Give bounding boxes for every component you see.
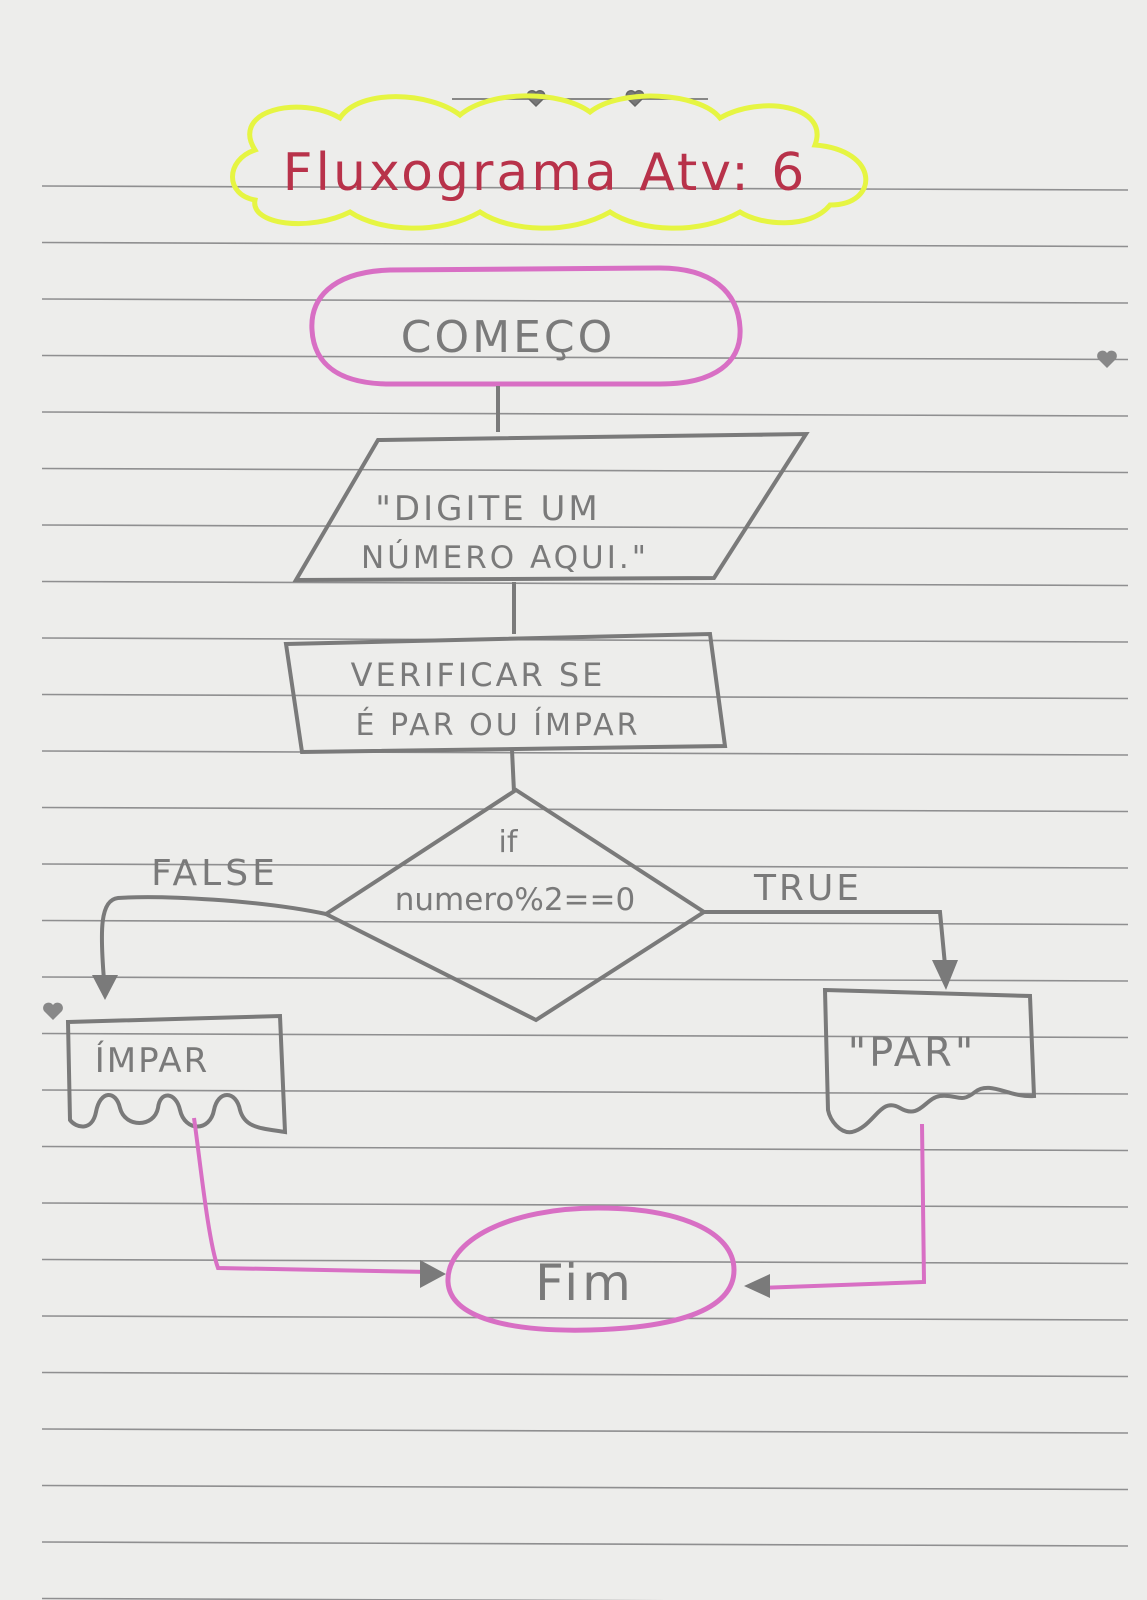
- ruled-line: [41, 1145, 1129, 1152]
- ruled-lines: [41, 185, 1129, 1600]
- output-par-document: [822, 987, 1037, 1135]
- connector-false: [99, 895, 327, 981]
- arrowhead-false: [92, 975, 118, 1000]
- ruled-line: [41, 354, 1129, 361]
- ruled-line: [41, 693, 1129, 700]
- input-label-line2: NÚMERO AQUI.": [361, 539, 649, 576]
- connector-par-end: [759, 1123, 927, 1290]
- arrowhead-par-end: [744, 1274, 770, 1298]
- ruled-line: [41, 524, 1129, 530]
- ruled-line: [41, 863, 1129, 869]
- decision-label-line2: numero%2==0: [395, 882, 635, 918]
- end-terminator: [445, 1205, 737, 1333]
- ruled-line: [41, 1089, 1129, 1095]
- ruled-line: [41, 241, 1129, 248]
- ruled-line: [41, 1315, 1129, 1321]
- connector-impar-end: [192, 1117, 431, 1274]
- connector-true: [704, 910, 947, 966]
- process-label-line1: VERIFICAR SE: [351, 656, 606, 694]
- decision-label-line1: if: [499, 825, 519, 860]
- ruled-line: [41, 1371, 1129, 1378]
- heart-icon: [1097, 350, 1117, 368]
- decision-diamond: [322, 787, 708, 1023]
- ruled-line: [41, 411, 1129, 417]
- end-label: Fim: [535, 1254, 635, 1312]
- start-terminator: [309, 265, 743, 387]
- input-label-line1: "DIGITE UM: [375, 489, 601, 529]
- ruled-line: [41, 637, 1129, 643]
- input-parallelogram: [292, 431, 810, 583]
- heart-icon: [43, 1002, 63, 1020]
- title-cloud: [230, 93, 869, 231]
- title-text: Fluxograma Atv: 6: [283, 143, 808, 203]
- output-impar-document: [65, 1013, 288, 1135]
- ruled-line: [41, 1541, 1129, 1547]
- ruled-line: [41, 1428, 1129, 1434]
- process-label-line2: É PAR OU ÍMPAR: [356, 707, 641, 743]
- ruled-line: [41, 1484, 1129, 1491]
- process-rectangle: [283, 631, 728, 755]
- false-label: FALSE: [151, 853, 279, 894]
- ruled-line: [41, 1597, 667, 1600]
- arrowhead-true: [932, 960, 958, 990]
- ruled-line: [41, 467, 1129, 474]
- ruled-line: [41, 298, 1129, 304]
- ruled-line: [41, 580, 1129, 587]
- start-label: COMEÇO: [401, 312, 615, 363]
- arrowhead-impar-end: [420, 1260, 446, 1288]
- ruled-line: [41, 806, 1129, 813]
- ruled-line: [41, 919, 1129, 926]
- connector-process-decision: [510, 749, 516, 793]
- ruled-line: [41, 1032, 1129, 1039]
- true-label: TRUE: [753, 868, 862, 909]
- ruled-line: [41, 750, 1129, 756]
- ruled-line: [41, 185, 1129, 191]
- ruled-line: [41, 1202, 1129, 1208]
- output-par-label: "PAR": [848, 1030, 977, 1076]
- output-impar-label: ÍMPAR: [95, 1040, 210, 1081]
- ruled-line: [41, 1258, 1129, 1265]
